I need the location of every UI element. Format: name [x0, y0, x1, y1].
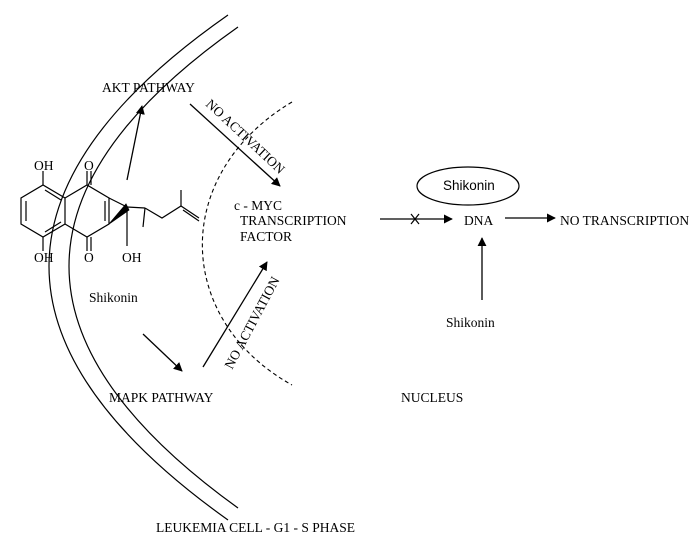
- shikonin-structure: [20, 171, 200, 251]
- cell-membrane-outer: [48, 14, 229, 521]
- atom-oh-side: OH: [122, 250, 142, 265]
- cmyc-line3: FACTOR: [240, 229, 293, 244]
- no-transcription-label: NO TRANSCRIPTION: [560, 213, 690, 228]
- atom-oh-top: OH: [34, 158, 54, 173]
- diagram-caption: LEUKEMIA CELL - G1 - S PHASE: [156, 520, 355, 535]
- cmyc-line1: c - MYC: [234, 198, 282, 213]
- arrow-mapk-to-cmyc: [202, 261, 268, 368]
- no-activation-top-label: NO ACTIVATION: [203, 96, 288, 177]
- block-mark: [410, 213, 420, 225]
- dna-label: DNA: [464, 213, 494, 228]
- mapk-pathway-label: MAPK PATHWAY: [109, 390, 214, 405]
- cell-membrane-inner: [68, 26, 239, 509]
- shikonin-structure-label: Shikonin: [89, 290, 138, 305]
- shikonin-oval-label: Shikonin: [443, 178, 495, 193]
- atom-o-bottom: O: [84, 250, 94, 265]
- wedge-bond: [108, 203, 130, 225]
- shikonin-bottom-label: Shikonin: [446, 315, 495, 330]
- atom-oh-bottom: OH: [34, 250, 54, 265]
- arrow-to-akt: [126, 105, 145, 181]
- atom-o-top: O: [84, 158, 94, 173]
- nuclear-envelope: [201, 101, 293, 386]
- cmyc-line2: TRANSCRIPTION: [240, 213, 347, 228]
- akt-pathway-label: AKT PATHWAY: [102, 80, 195, 95]
- arrow-to-mapk: [142, 333, 183, 372]
- shikonin-oval: [416, 166, 520, 206]
- nucleus-label: NUCLEUS: [401, 390, 464, 405]
- arrow-akt-to-cmyc: [189, 103, 281, 187]
